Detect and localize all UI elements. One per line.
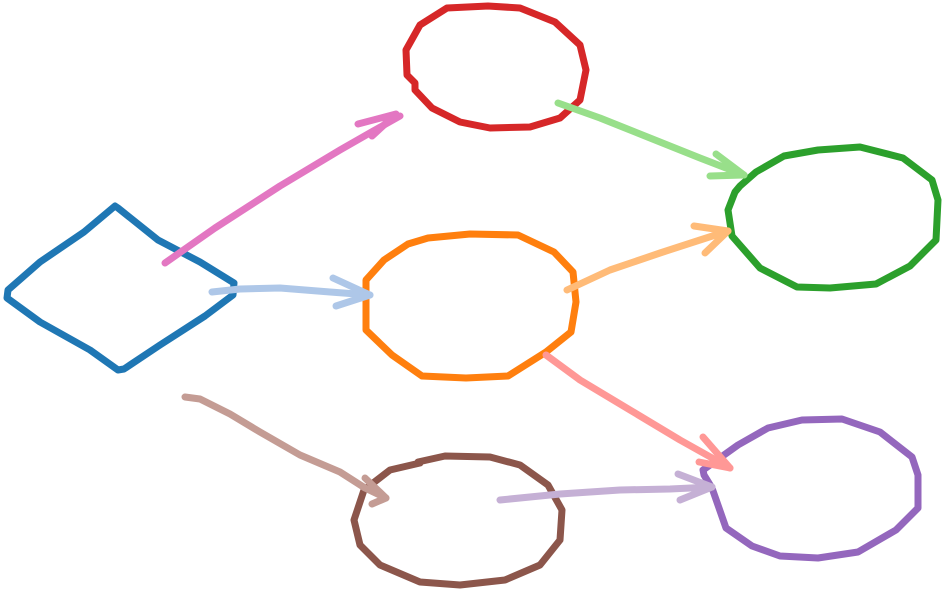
edge-orange-to-green[interactable] — [563, 222, 732, 294]
edge-red-to-green[interactable] — [554, 99, 748, 180]
node-purple-ellipse[interactable] — [699, 415, 922, 562]
edge-diamond-to-orange[interactable] — [208, 274, 374, 310]
node-green-ellipse[interactable] — [724, 143, 942, 292]
edge-brown-to-purple[interactable] — [496, 470, 716, 504]
edge-free-to-brown[interactable] — [181, 393, 390, 508]
edge-orange-to-purple[interactable] — [542, 351, 734, 472]
node-brown-ellipse[interactable] — [350, 452, 566, 589]
node-red-ellipse[interactable] — [402, 2, 590, 132]
edge-diamond-to-red[interactable] — [161, 110, 404, 267]
node-diamond[interactable] — [3, 202, 238, 374]
